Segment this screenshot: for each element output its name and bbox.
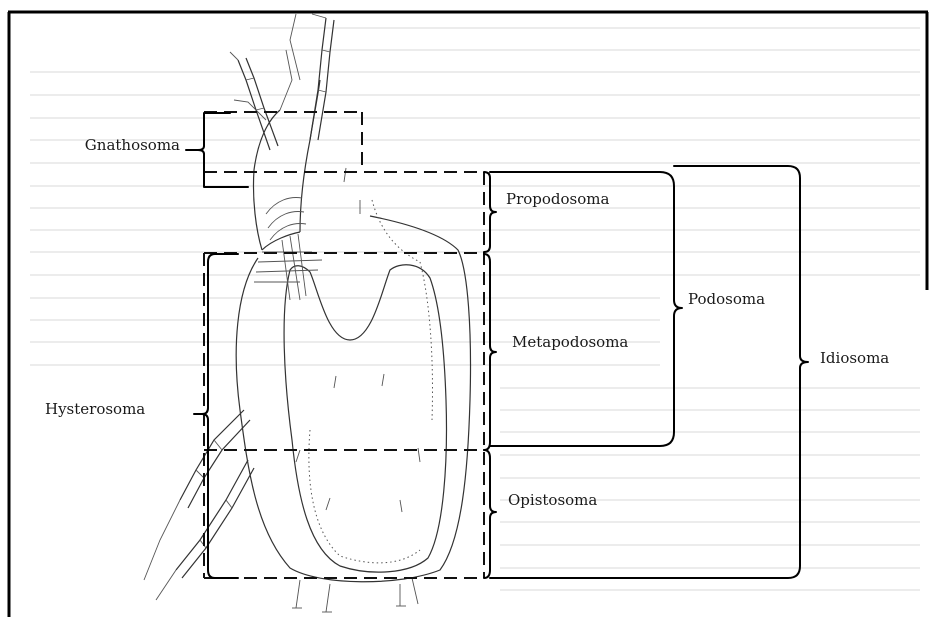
background-text-lines: [30, 28, 920, 590]
mite-illustration: [144, 14, 471, 612]
propodosoma-label: Propodosoma: [506, 190, 610, 208]
opistosoma-brace: [484, 450, 496, 578]
podosoma-brace: [490, 172, 682, 446]
metapodosoma-label: Metapodosoma: [512, 333, 628, 351]
metapodosoma-brace: [484, 254, 496, 450]
hysterosoma-label: Hysterosoma: [45, 400, 145, 418]
hysterosoma-brace: [194, 254, 238, 578]
idiosoma-label: Idiosoma: [820, 349, 889, 367]
propodosoma-brace: [484, 172, 496, 252]
podosoma-label: Podosoma: [688, 290, 765, 308]
region-braces: [186, 113, 808, 578]
idiosoma-brace: [490, 166, 808, 578]
gnathosoma-brace: [186, 113, 248, 187]
opistosoma-label: Opistosoma: [508, 491, 597, 509]
page-frame: [8, 12, 928, 617]
gnathosoma-label: Gnathosoma: [85, 136, 180, 154]
